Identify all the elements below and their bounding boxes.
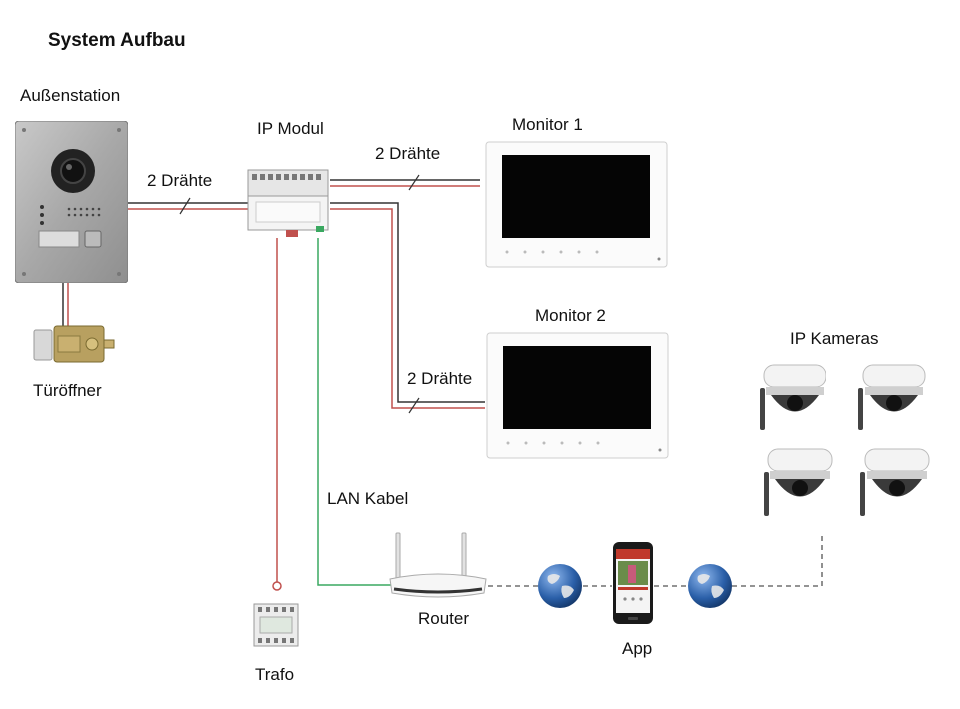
ip-module-label: IP Modul <box>257 119 324 138</box>
app-label: App <box>622 639 653 658</box>
transformer-icon <box>253 603 299 647</box>
internet-dashed-line <box>488 533 823 587</box>
wire-module-monitor2 <box>330 202 485 414</box>
ip-cameras-label: IP Kameras <box>790 329 879 348</box>
wire-station-opener <box>62 283 69 330</box>
door-opener-label: Türöffner <box>33 381 102 400</box>
monitor-icon <box>485 141 668 268</box>
wire-module-monitor1 <box>330 174 480 191</box>
router-icon <box>389 532 487 598</box>
wires-station-label: 2 Drähte <box>147 171 213 190</box>
ip-camera-icon <box>764 448 833 516</box>
smartphone-icon <box>613 542 653 624</box>
door-station-icon <box>15 121 128 283</box>
ip-module-icon <box>247 169 329 237</box>
door-opener-icon <box>33 325 115 363</box>
globe-icon <box>688 564 732 608</box>
globe-icon <box>538 564 582 608</box>
wire-station-module <box>128 197 248 215</box>
door-station-label: Außenstation <box>20 86 121 105</box>
lan-cable-label: LAN Kabel <box>327 489 409 508</box>
wires-monitor2-label: 2 Drähte <box>407 369 473 388</box>
transformer-label: Trafo <box>255 665 295 684</box>
monitor1-label: Monitor 1 <box>512 115 583 134</box>
monitor-icon <box>486 332 669 459</box>
ip-camera-icon <box>860 448 930 516</box>
ip-camera-icon <box>858 364 926 430</box>
router-label: Router <box>418 609 470 628</box>
wire-module-trafo <box>272 238 282 591</box>
lan-cable-line <box>317 238 392 586</box>
wires-monitor1-label: 2 Drähte <box>375 144 441 163</box>
monitor2-label: Monitor 2 <box>535 306 606 325</box>
page-title: System Aufbau <box>48 30 186 51</box>
ip-camera-icon <box>760 364 826 430</box>
